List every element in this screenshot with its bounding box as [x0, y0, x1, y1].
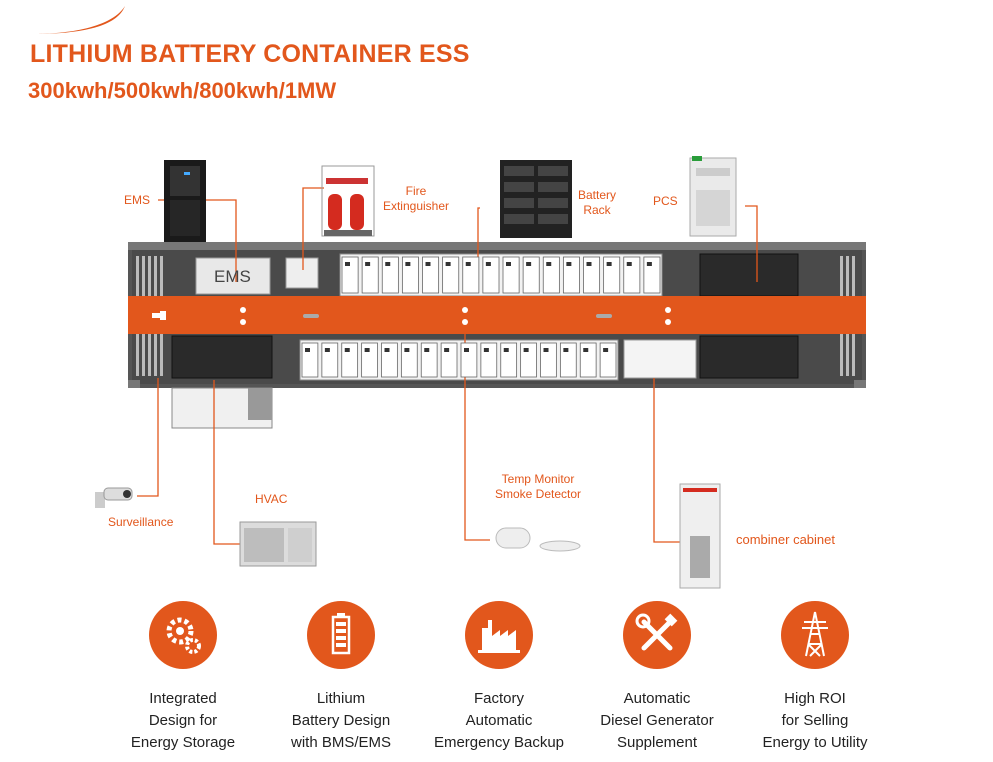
ems-box-label: EMS — [214, 267, 251, 286]
battery-modules-upper — [341, 256, 661, 294]
fire-extinguisher-box — [285, 257, 319, 289]
container-diagram — [95, 156, 866, 589]
battery-module — [462, 256, 480, 294]
module-terminal — [506, 262, 511, 266]
module-terminal — [586, 262, 592, 266]
fire-extinguisher-icon — [321, 165, 375, 237]
module-terminal — [523, 348, 529, 352]
battery-module — [442, 256, 460, 294]
gears-icon — [149, 601, 217, 669]
features-row: Integrated Design for Energy Storage Lit… — [0, 600, 993, 760]
power-tower-icon — [781, 601, 849, 669]
feature-label: Integrated Design for Energy Storage — [130, 690, 236, 751]
pcs-cabinet — [699, 253, 799, 297]
module-terminal — [365, 262, 371, 266]
battery-module — [522, 256, 540, 294]
module-terminal — [445, 262, 451, 266]
combiner-box — [623, 339, 697, 379]
callout-battery-rack: Battery Rack — [577, 188, 616, 217]
page-subtitle: 300kwh/500kwh/800kwh/1MW — [28, 78, 337, 103]
callout-pcs: PCS — [653, 194, 678, 208]
module-terminal — [425, 262, 431, 266]
battery-module — [381, 256, 399, 294]
module-terminal — [543, 348, 549, 352]
module-terminal — [364, 348, 370, 352]
factory-icon — [465, 601, 533, 669]
module-terminal — [503, 348, 509, 352]
module-terminal — [305, 348, 310, 352]
battery-icon — [307, 601, 375, 669]
brand-swoosh-icon — [32, 6, 125, 34]
battery-module — [361, 256, 379, 294]
callout-surveillance: Surveillance — [108, 515, 174, 529]
battery-module — [623, 256, 641, 294]
module-terminal — [483, 348, 489, 352]
battery-module — [401, 256, 419, 294]
smoke-detector-icon — [495, 527, 581, 552]
callout-fire-extinguisher: Fire Extinguisher — [382, 184, 450, 213]
module-terminal — [405, 262, 411, 266]
module-terminal — [606, 262, 612, 266]
module-terminal — [344, 348, 350, 352]
module-terminal — [566, 262, 572, 266]
module-terminal — [583, 348, 589, 352]
battery-module — [643, 256, 661, 294]
module-terminal — [646, 262, 652, 266]
module-terminal — [626, 262, 632, 266]
pcs-cabinet-icon — [689, 156, 737, 237]
module-terminal — [385, 262, 391, 266]
orange-band — [128, 296, 866, 334]
module-terminal — [384, 348, 390, 352]
module-terminal — [464, 348, 469, 352]
module-terminal — [603, 348, 609, 352]
tools-icon — [623, 601, 691, 669]
battery-module — [341, 256, 359, 294]
callout-ems: EMS — [124, 193, 151, 207]
page-title: LITHIUM BATTERY CONTAINER ESS — [30, 40, 470, 68]
battery-module — [562, 256, 580, 294]
battery-module — [583, 256, 601, 294]
ems-cabinet — [195, 257, 271, 295]
module-terminal — [546, 262, 552, 266]
ems-tower-icon — [164, 160, 206, 242]
feature-label: High ROI for Selling Energy to Utility — [762, 690, 868, 751]
callout-temp-monitor: Temp Monitor Smoke Detector — [494, 472, 582, 501]
surveillance-camera-icon — [95, 487, 133, 508]
battery-module — [502, 256, 520, 294]
module-terminal — [404, 348, 410, 352]
battery-module — [482, 256, 500, 294]
module-terminal — [345, 262, 350, 266]
container-door — [171, 387, 273, 429]
callout-hvac: HVAC — [255, 492, 288, 506]
callout-combiner-cabinet: combiner cabinet — [736, 532, 835, 547]
feature-label: Lithium Battery Design with BMS/EMS — [290, 690, 392, 751]
battery-rack-icon — [500, 160, 572, 238]
battery-module — [422, 256, 440, 294]
battery-module — [542, 256, 560, 294]
pcs-lower-box — [699, 335, 799, 379]
module-terminal — [526, 262, 532, 266]
module-terminal — [444, 348, 450, 352]
battery-module — [603, 256, 621, 294]
module-terminal — [465, 262, 471, 266]
module-terminal — [563, 348, 569, 352]
hvac-unit-icon — [239, 521, 317, 567]
combiner-cabinet-icon — [679, 483, 721, 589]
module-terminal — [424, 348, 430, 352]
feature-label: Factory Automatic Emergency Backup — [433, 690, 565, 751]
battery-modules-lower — [301, 342, 617, 378]
hvac-unit-box — [171, 335, 273, 379]
module-terminal — [324, 348, 330, 352]
feature-label: Automatic Diesel Generator Supplement — [600, 690, 714, 751]
module-terminal — [485, 262, 491, 266]
